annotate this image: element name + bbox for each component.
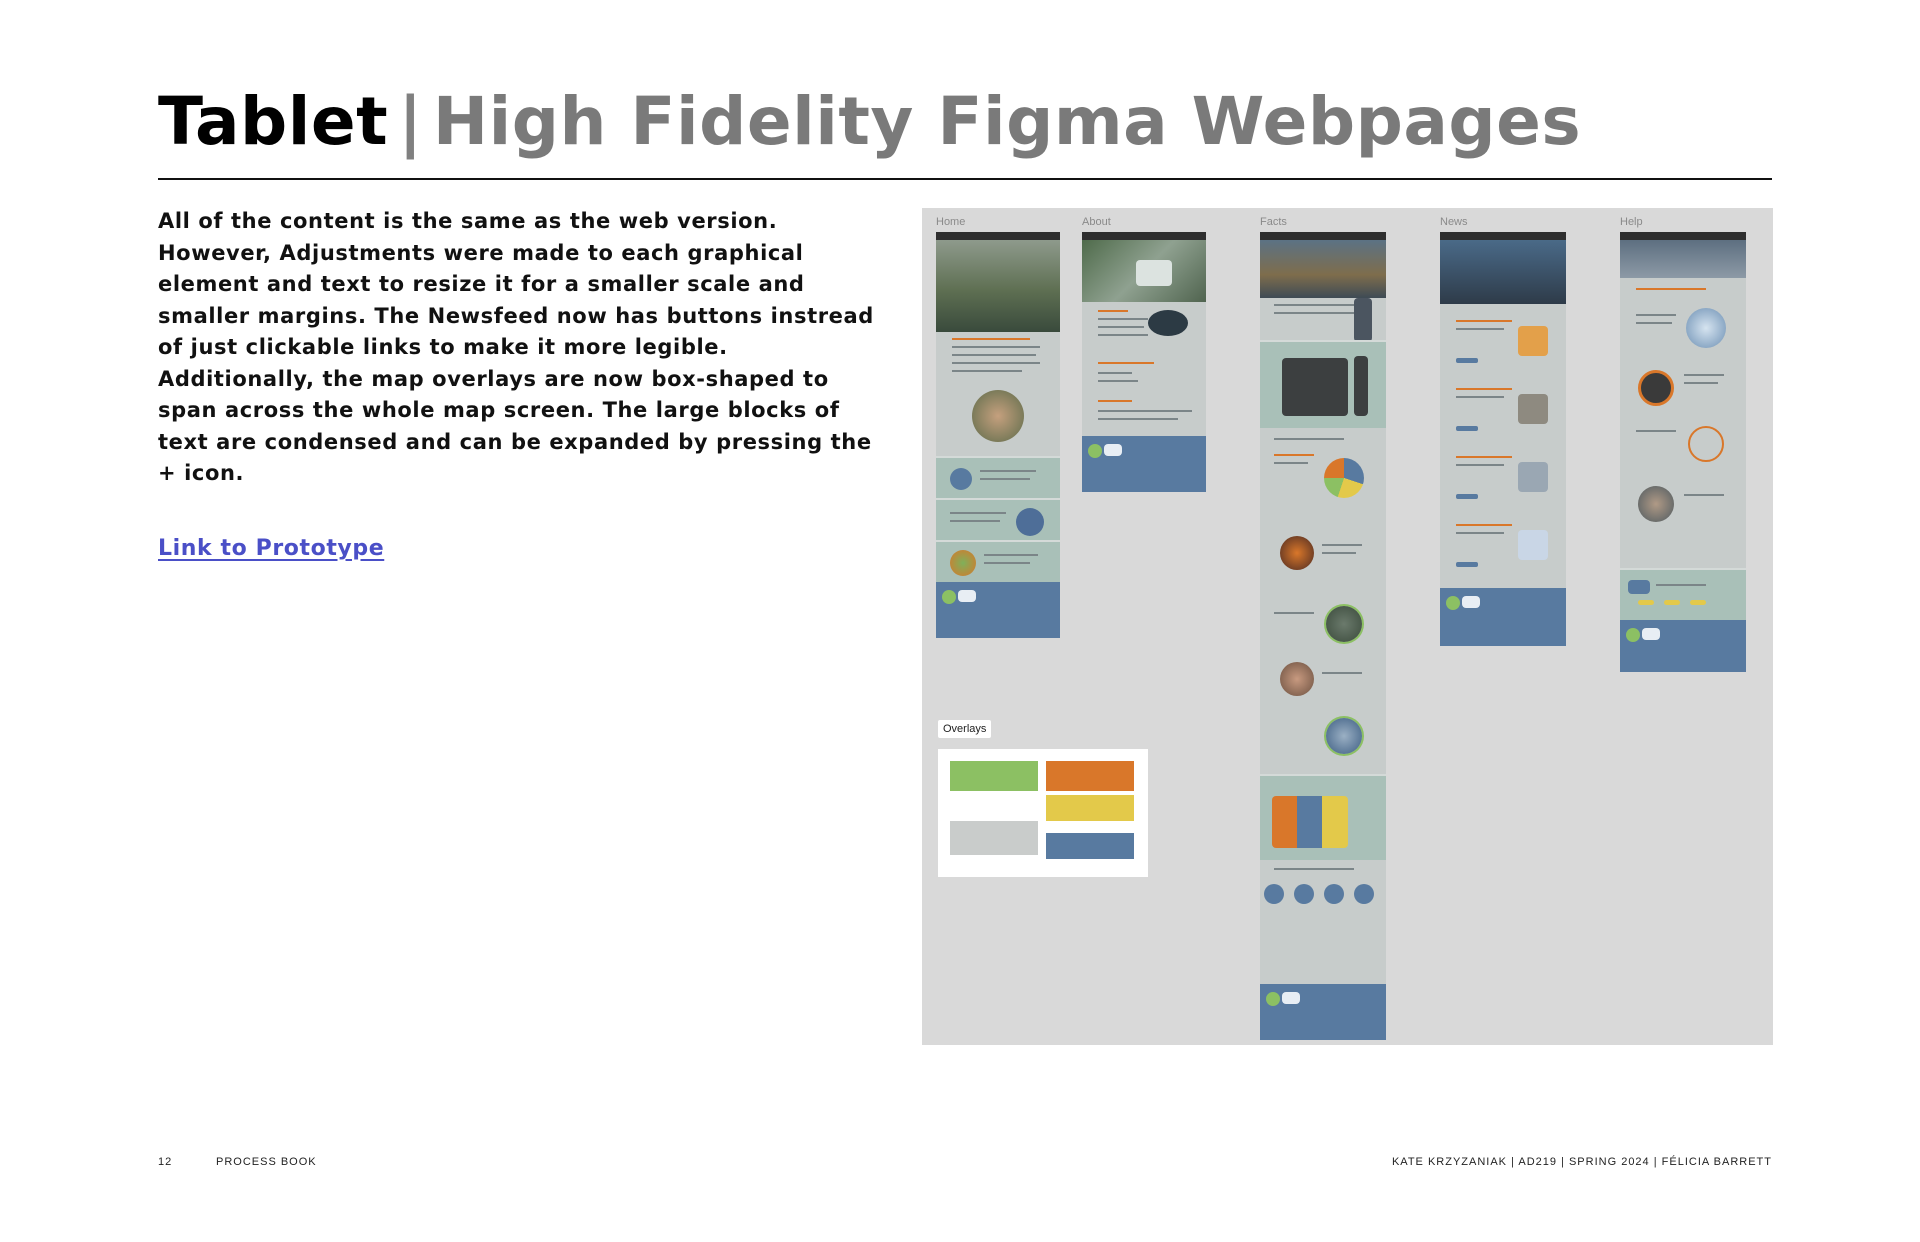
frame-label-facts: Facts xyxy=(1260,216,1287,228)
book-label: PROCESS BOOK xyxy=(216,1156,317,1168)
frame-label-help: Help xyxy=(1620,216,1643,228)
title-separator: | xyxy=(398,83,423,160)
title-divider xyxy=(158,178,1772,180)
title-subject: High Fidelity Figma Webpages xyxy=(432,83,1582,160)
page-title: Tablet|High Fidelity Figma Webpages xyxy=(158,82,1581,162)
frame-facts xyxy=(1260,232,1386,1040)
frame-about xyxy=(1082,232,1206,492)
figma-canvas-screenshot: Home About xyxy=(922,208,1773,1045)
overlays-label: Overlays xyxy=(938,720,992,738)
footer-left: 12 PROCESS BOOK xyxy=(158,1156,317,1168)
overlays-frame xyxy=(938,749,1148,877)
frame-label-about: About xyxy=(1082,216,1111,228)
title-device: Tablet xyxy=(158,83,389,160)
frame-label-home: Home xyxy=(936,216,966,228)
frame-label-news: News xyxy=(1440,216,1468,228)
frame-help xyxy=(1620,232,1746,672)
prototype-link[interactable]: Link to Prototype xyxy=(158,536,385,561)
footer-credits: KATE KRZYZANIAK | AD219 | SPRING 2024 | … xyxy=(1391,1156,1772,1168)
page-number: 12 xyxy=(158,1156,173,1168)
frame-news xyxy=(1440,232,1566,646)
frame-home xyxy=(936,232,1060,638)
description-paragraph: All of the content is the same as the we… xyxy=(158,209,874,485)
